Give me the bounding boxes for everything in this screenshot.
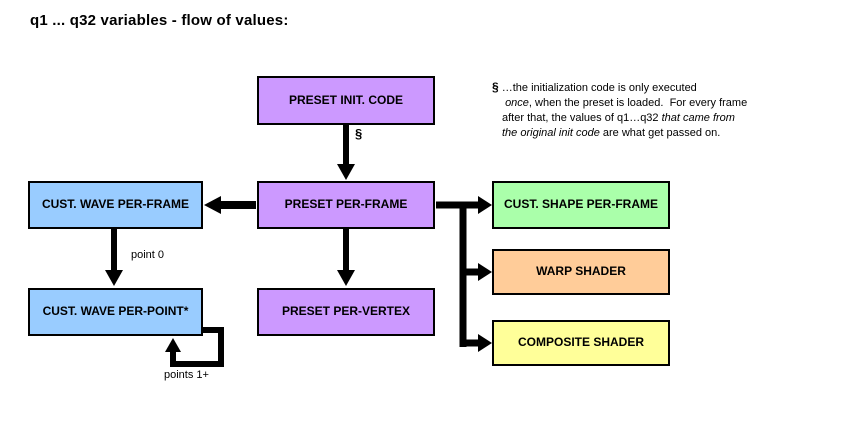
box-cust-shape-per-frame-label: CUST. SHAPE PER-FRAME <box>503 197 658 212</box>
box-preset-init-code: PRESET INIT. CODE <box>257 76 435 125</box>
box-cust-wave-per-point-label: CUST. WAVE PER-POINT* <box>42 304 189 319</box>
edge-perframe-to-vertex-arrow <box>337 229 355 286</box>
box-preset-init-code-label: PRESET INIT. CODE <box>288 92 404 107</box>
edge-perframe-to-wave-arrow <box>204 196 256 214</box>
box-preset-per-frame-label: PRESET PER-FRAME <box>284 197 408 212</box>
box-cust-wave-per-frame-label: CUST. WAVE PER-FRAME <box>41 197 190 212</box>
init-note: § …the initialization code is only execu… <box>492 80 834 141</box>
edge-perframe-right-branch-arrow <box>436 196 492 352</box>
box-cust-shape-per-frame: CUST. SHAPE PER-FRAME <box>492 181 670 229</box>
box-cust-wave-per-frame: CUST. WAVE PER-FRAME <box>28 181 203 229</box>
box-warp-shader: WARP SHADER <box>492 249 670 295</box>
box-preset-per-frame: PRESET PER-FRAME <box>257 181 435 229</box>
page-title: q1 ... q32 variables - flow of values: <box>30 12 289 29</box>
box-composite-shader-label: COMPOSITE SHADER <box>517 335 644 350</box>
box-cust-wave-per-point: CUST. WAVE PER-POINT* <box>28 288 203 336</box>
point-0-edge-label: point 0 <box>131 249 165 261</box>
box-warp-shader-label: WARP SHADER <box>536 264 626 279</box>
note-section-marker-icon: § <box>492 80 499 94</box>
section-marker-label: § <box>355 126 363 141</box>
box-preset-per-vertex: PRESET PER-VERTEX <box>257 288 435 336</box>
edge-wave-to-point-arrow <box>105 229 123 286</box>
box-preset-per-vertex-label: PRESET PER-VERTEX <box>281 304 411 319</box>
edge-init-to-perframe-arrow <box>337 125 355 180</box>
points-1plus-edge-label: points 1+ <box>164 369 209 381</box>
box-composite-shader: COMPOSITE SHADER <box>492 320 670 366</box>
note-body: …the initialization code is only execute… <box>501 82 748 139</box>
